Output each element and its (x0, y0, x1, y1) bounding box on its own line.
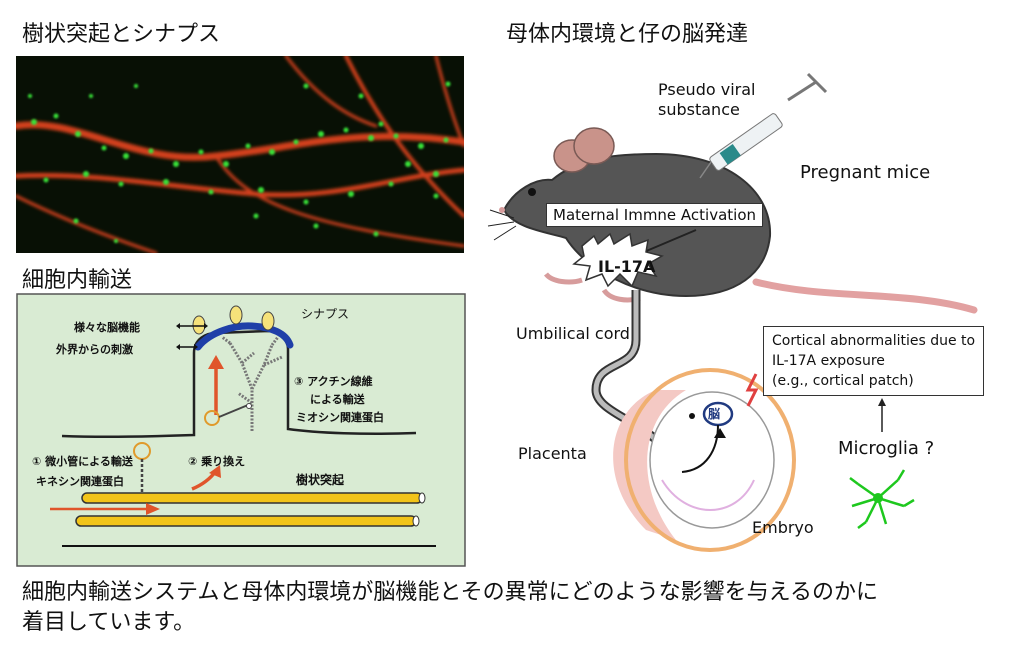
brain-label: 脳 (708, 407, 721, 421)
dendrite-label: 樹状突起 (296, 473, 345, 487)
actin-transport-label-2: による輸送 (310, 393, 365, 406)
heading-maternal-environment: 母体内環境と仔の脳発達 (506, 22, 749, 47)
cortical-abnormalities-box: Cortical abnormalities due to IL-17A exp… (763, 326, 985, 396)
synapse-label: シナプス (301, 307, 350, 321)
microglia-label: Microglia ? (838, 438, 935, 459)
umbilical-cord-label: Umbilical cord (516, 324, 630, 343)
external-stimuli-label: 外界からの刺激 (56, 343, 133, 356)
maternal-diagram (486, 60, 1024, 560)
actin-transport-label-3: ミオシン関連蛋白 (296, 411, 384, 424)
cortical-line-3: (e.g., cortical patch) (772, 373, 914, 389)
transport-panel: シナプス 様々な脳機能 外界からの刺激 ③ アクチン線維 による輸送 ミオシン関… (16, 293, 466, 567)
heading-intracellular-transport: 細胞内輸送 (22, 268, 133, 293)
cortical-line-2: IL-17A exposure (772, 353, 885, 369)
pseudo-viral-line-2: substance (658, 100, 740, 119)
microtubule-transport-label-2: キネシン関連蛋白 (36, 475, 124, 488)
embryo-label: Embryo (752, 518, 814, 537)
footer-line-2: 着目しています。 (22, 610, 196, 635)
heading-dendrite-synapse: 樹状突起とシナプス (22, 22, 221, 47)
pseudo-viral-line-1: Pseudo viral (658, 80, 756, 99)
brain-functions-label: 様々な脳機能 (74, 321, 140, 334)
dendrite-micrograph (12, 54, 468, 255)
pseudo-viral-label: Pseudo viral substance (658, 80, 755, 120)
footer-line-1: 細胞内輸送システムと母体内環境が脳機能とその異常にどのような影響を与えるのかに (22, 580, 879, 605)
il17a-label: IL-17A (598, 257, 656, 276)
cortical-line-1: Cortical abnormalities due to (772, 333, 976, 349)
placenta-label: Placenta (518, 444, 587, 463)
microtubule-transport-label-1: ① 微小管による輸送 (32, 455, 133, 468)
actin-transport-label-1: ③ アクチン線維 (294, 375, 373, 388)
transfer-label: ② 乗り換え (188, 455, 246, 468)
footer-text: 細胞内輸送システムと母体内環境が脳機能とその異常にどのような影響を与えるのかに … (22, 578, 1012, 638)
maternal-immune-activation-box: Maternal Immne Activation (546, 203, 764, 227)
pregnant-mice-label: Pregnant mice (800, 162, 931, 183)
